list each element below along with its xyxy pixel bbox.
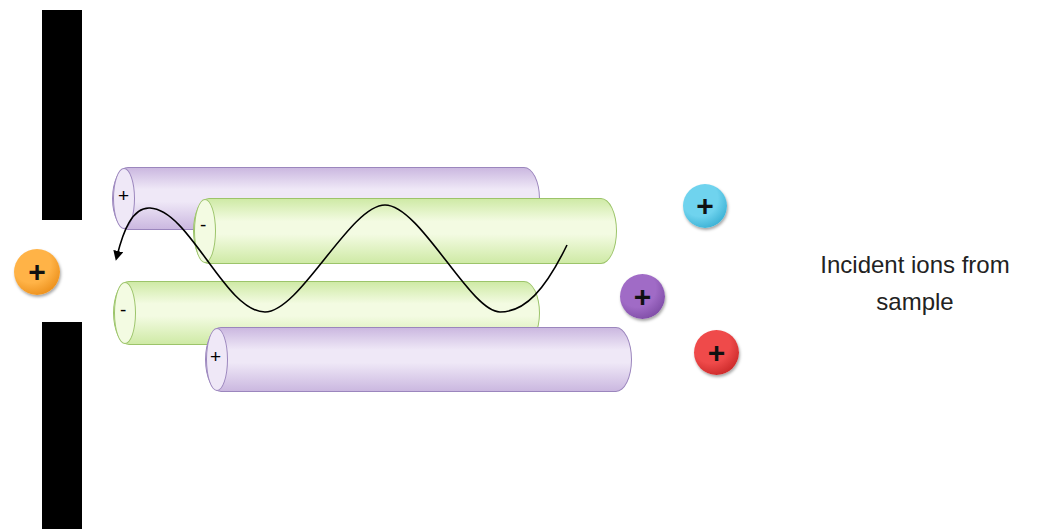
- slit-plate: [42, 10, 82, 220]
- charge-sign: +: [708, 338, 726, 368]
- charge-sign: +: [28, 257, 46, 287]
- quadrupole-rod: +: [205, 327, 632, 392]
- charge-sign: +: [696, 191, 714, 221]
- ion: +: [14, 249, 60, 295]
- ion: +: [620, 274, 665, 319]
- polarity-sign: -: [200, 215, 206, 234]
- polarity-sign: -: [120, 300, 126, 319]
- polarity-sign: +: [118, 186, 129, 205]
- caption-label: Incident ions from sample: [790, 246, 1040, 320]
- quadrupole-rod: -: [193, 198, 617, 264]
- charge-sign: +: [634, 282, 652, 312]
- ion: +: [694, 330, 739, 375]
- polarity-sign: +: [210, 347, 221, 366]
- ion: +: [683, 184, 727, 228]
- slit-plate: [42, 322, 82, 529]
